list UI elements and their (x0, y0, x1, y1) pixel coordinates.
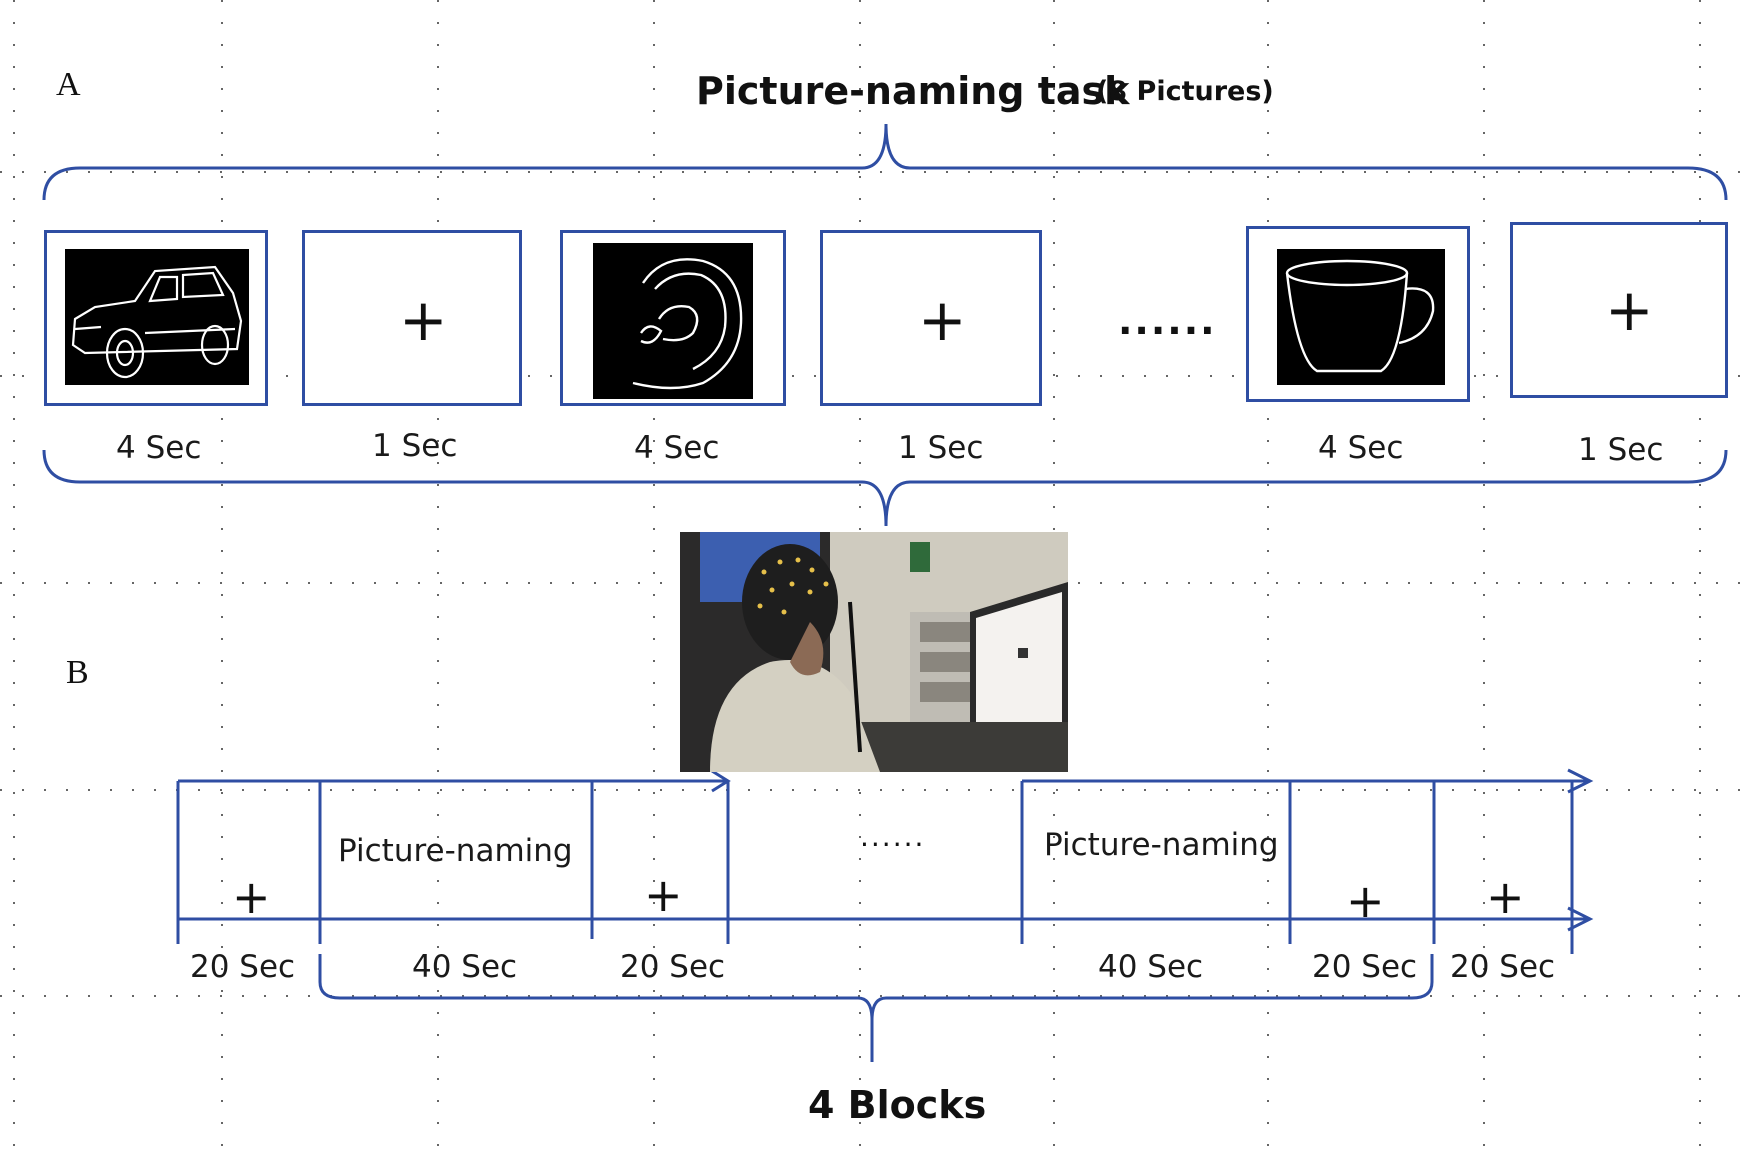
duration-label: 1 Sec (372, 428, 458, 464)
brace-bottom-a (42, 449, 1728, 527)
picture-frame-cup (1246, 226, 1470, 402)
duration-label: 4 Sec (1318, 430, 1404, 466)
fixation-cross: + (1605, 276, 1654, 344)
fixation-cross: + (918, 286, 967, 354)
ellipsis: ...... (860, 820, 926, 853)
panel-a-title-sub: (8 Pictures) (1096, 76, 1274, 107)
fixation-cross: + (232, 870, 271, 924)
cup-icon (1277, 249, 1445, 385)
panel-a-label: A (56, 66, 81, 103)
panel-b-footer: 4 Blocks (808, 1083, 987, 1127)
picture-frame-car (44, 230, 268, 406)
fixation-cross: + (644, 868, 683, 922)
duration-label: 1 Sec (898, 430, 984, 466)
panel-b-label: B (66, 654, 89, 691)
fixation-cross: + (399, 286, 448, 354)
picture-frame-ear (560, 230, 786, 406)
fixation-frame-1: + (302, 230, 522, 406)
brace-top-a (42, 123, 1728, 201)
block-timeline (176, 768, 1594, 1062)
duration-label: 20 Sec (1450, 949, 1556, 985)
duration-label: 40 Sec (1098, 949, 1204, 985)
ear-icon (593, 243, 753, 399)
panel-a-title: Picture-naming task (696, 69, 1130, 113)
block-label-picture-naming: Picture-naming (1044, 827, 1279, 863)
fixation-frame-2: + (820, 230, 1042, 406)
duration-label: 20 Sec (190, 949, 296, 985)
duration-label: 4 Sec (634, 430, 720, 466)
duration-label: 20 Sec (620, 949, 726, 985)
car-icon (65, 249, 249, 385)
ellipsis: ...... (1118, 299, 1217, 343)
block-label-picture-naming: Picture-naming (338, 833, 573, 869)
fixation-cross: + (1346, 874, 1385, 928)
participant-with-eeg-cap-photo (680, 532, 1068, 772)
duration-label: 20 Sec (1312, 949, 1418, 985)
fixation-frame-3: + (1510, 222, 1728, 398)
duration-label: 1 Sec (1578, 432, 1664, 468)
fixation-cross: + (1486, 870, 1525, 924)
duration-label: 4 Sec (116, 430, 202, 466)
duration-label: 40 Sec (412, 949, 518, 985)
